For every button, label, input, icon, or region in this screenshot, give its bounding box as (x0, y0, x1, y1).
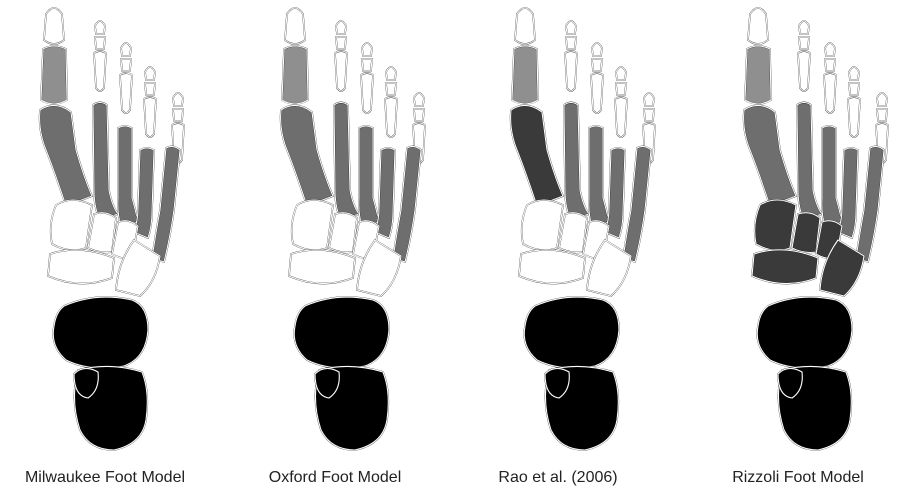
bone-toe-5-middle-phalanx (173, 109, 183, 121)
bone-metatarsal-2 (334, 103, 359, 221)
bone-intermediate-cuneiform (329, 213, 357, 253)
bone-metatarsal-5 (152, 146, 180, 262)
bone-toe-2-middle-phalanx (799, 37, 809, 49)
caption-rao-et-al-2006: Rao et al. (2006) (448, 469, 668, 487)
bone-hallux-proximal-phalanx (282, 46, 308, 104)
bone-talus (524, 297, 619, 368)
foot-rizzoli-foot-model (744, 8, 888, 450)
bone-talus (53, 297, 148, 368)
bone-medial-cuneiform (755, 200, 796, 250)
bone-metatarsal-2 (797, 103, 822, 221)
bone-toe-2-middle-phalanx (95, 37, 105, 49)
bone-toe-3-middle-phalanx (121, 59, 131, 71)
caption-oxford-foot-model: Oxford Foot Model (225, 469, 445, 487)
bone-metatarsal-5 (393, 146, 421, 262)
bone-metatarsal-1 (511, 105, 563, 206)
bone-talus (294, 297, 389, 368)
bone-intermediate-cuneiform (559, 213, 587, 253)
bone-medial-cuneiform (522, 200, 563, 250)
bone-metatarsal-1 (281, 105, 333, 206)
bone-toe-5-middle-phalanx (877, 109, 887, 121)
bone-intermediate-cuneiform (88, 213, 116, 253)
bone-metatarsal-2 (564, 103, 589, 221)
bone-toe-5-middle-phalanx (414, 109, 424, 121)
bone-talus (757, 297, 852, 368)
bone-medial-cuneiform (51, 200, 92, 250)
foot-rao-et-al-2006 (511, 8, 655, 450)
bone-toe-5-middle-phalanx (644, 109, 654, 121)
foot-milwaukee-foot-model (40, 8, 184, 450)
bone-toe-3-middle-phalanx (362, 59, 372, 71)
bone-toe-3-middle-phalanx (825, 59, 835, 71)
bone-hallux-proximal-phalanx (745, 46, 771, 104)
bone-medial-cuneiform (292, 200, 333, 250)
bone-metatarsal-5 (623, 146, 651, 262)
caption-milwaukee-foot-model: Milwaukee Foot Model (0, 469, 215, 487)
bone-metatarsal-1 (744, 105, 796, 206)
bone-toe-4-middle-phalanx (386, 83, 396, 95)
bone-toe-4-middle-phalanx (145, 83, 155, 95)
bone-toe-4-middle-phalanx (616, 83, 626, 95)
bone-toe-4-middle-phalanx (849, 83, 859, 95)
bone-metatarsal-5 (856, 146, 884, 262)
bone-intermediate-cuneiform (792, 213, 820, 253)
bone-toe-3-middle-phalanx (592, 59, 602, 71)
bone-metatarsal-1 (40, 105, 92, 206)
bone-hallux-proximal-phalanx (512, 46, 538, 104)
foot-oxford-foot-model (281, 8, 425, 450)
bone-metatarsal-2 (93, 103, 118, 221)
bone-toe-2-middle-phalanx (336, 37, 346, 49)
caption-rizzoli-foot-model: Rizzoli Foot Model (688, 469, 898, 487)
bone-hallux-proximal-phalanx (41, 46, 67, 104)
bone-toe-2-middle-phalanx (566, 37, 576, 49)
